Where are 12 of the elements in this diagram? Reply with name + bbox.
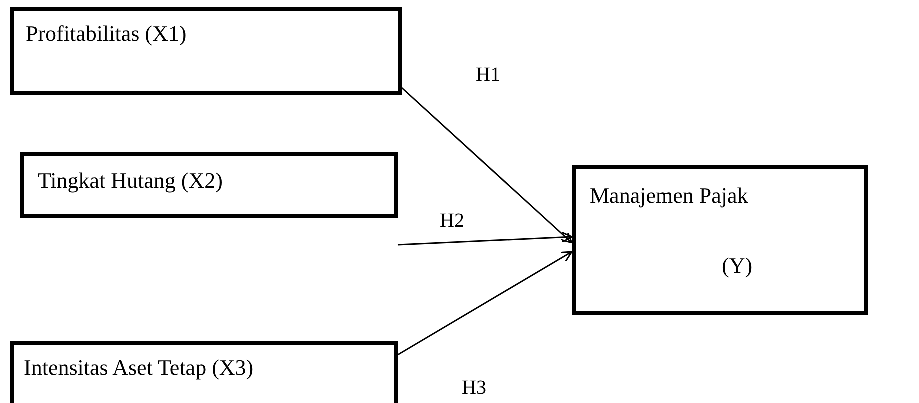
variable-label: Manajemen Pajak: [590, 183, 748, 209]
variable-box: [572, 165, 868, 315]
arrow: [402, 87, 573, 244]
variable-label: Intensitas Aset Tetap (X3): [24, 355, 254, 381]
variable-box: [10, 341, 398, 403]
variable-box: [10, 7, 402, 95]
variable-label: (Y): [722, 253, 753, 279]
variable-label: Tingkat Hutang (X2): [38, 168, 223, 194]
variable-box: [20, 152, 398, 218]
arrow: [398, 251, 573, 356]
variable-label: Profitabilitas (X1): [26, 21, 187, 47]
arrow: [398, 232, 573, 246]
